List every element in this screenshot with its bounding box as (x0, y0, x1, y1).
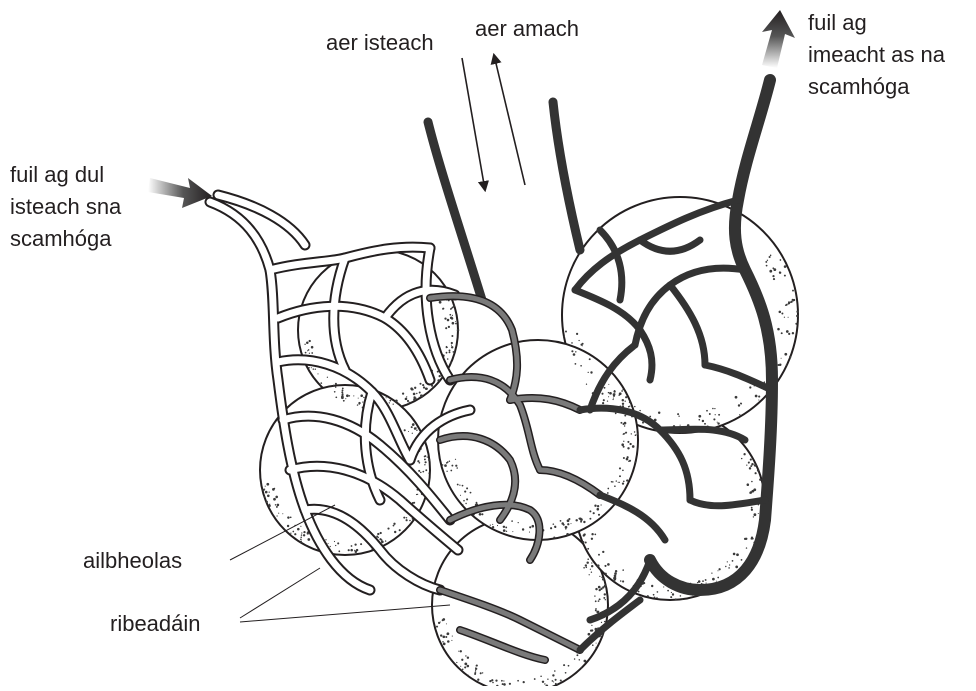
air-out-arrow (494, 55, 525, 185)
label-blood-out-line-3: scamhóga (808, 74, 910, 99)
air-in-arrow (462, 58, 485, 190)
airway-right (553, 102, 580, 250)
label-alveolus: ailbheolas (83, 548, 182, 573)
label-capillaries: ribeadáin (110, 611, 201, 636)
blood-out-arrow (762, 10, 795, 68)
label-blood-in-line-3: scamhóga (10, 226, 112, 251)
airway-tubes (428, 102, 580, 300)
label-air-in: aer isteach (326, 30, 434, 55)
label-blood-out-line-1: fuil ag (808, 10, 867, 35)
label-blood-in-line-1: fuil ag dul (10, 162, 104, 187)
label-blood-out: fuil ag imeacht as na scamhóga (808, 10, 951, 99)
label-air-out: aer amach (475, 16, 579, 41)
label-blood-out-line-2: imeacht as na (808, 42, 946, 67)
blood-in-arrow (148, 178, 212, 208)
label-blood-in-line-2: isteach sna (10, 194, 122, 219)
airway-left (428, 122, 482, 300)
label-blood-in: fuil ag dul isteach sna scamhóga (10, 162, 127, 251)
